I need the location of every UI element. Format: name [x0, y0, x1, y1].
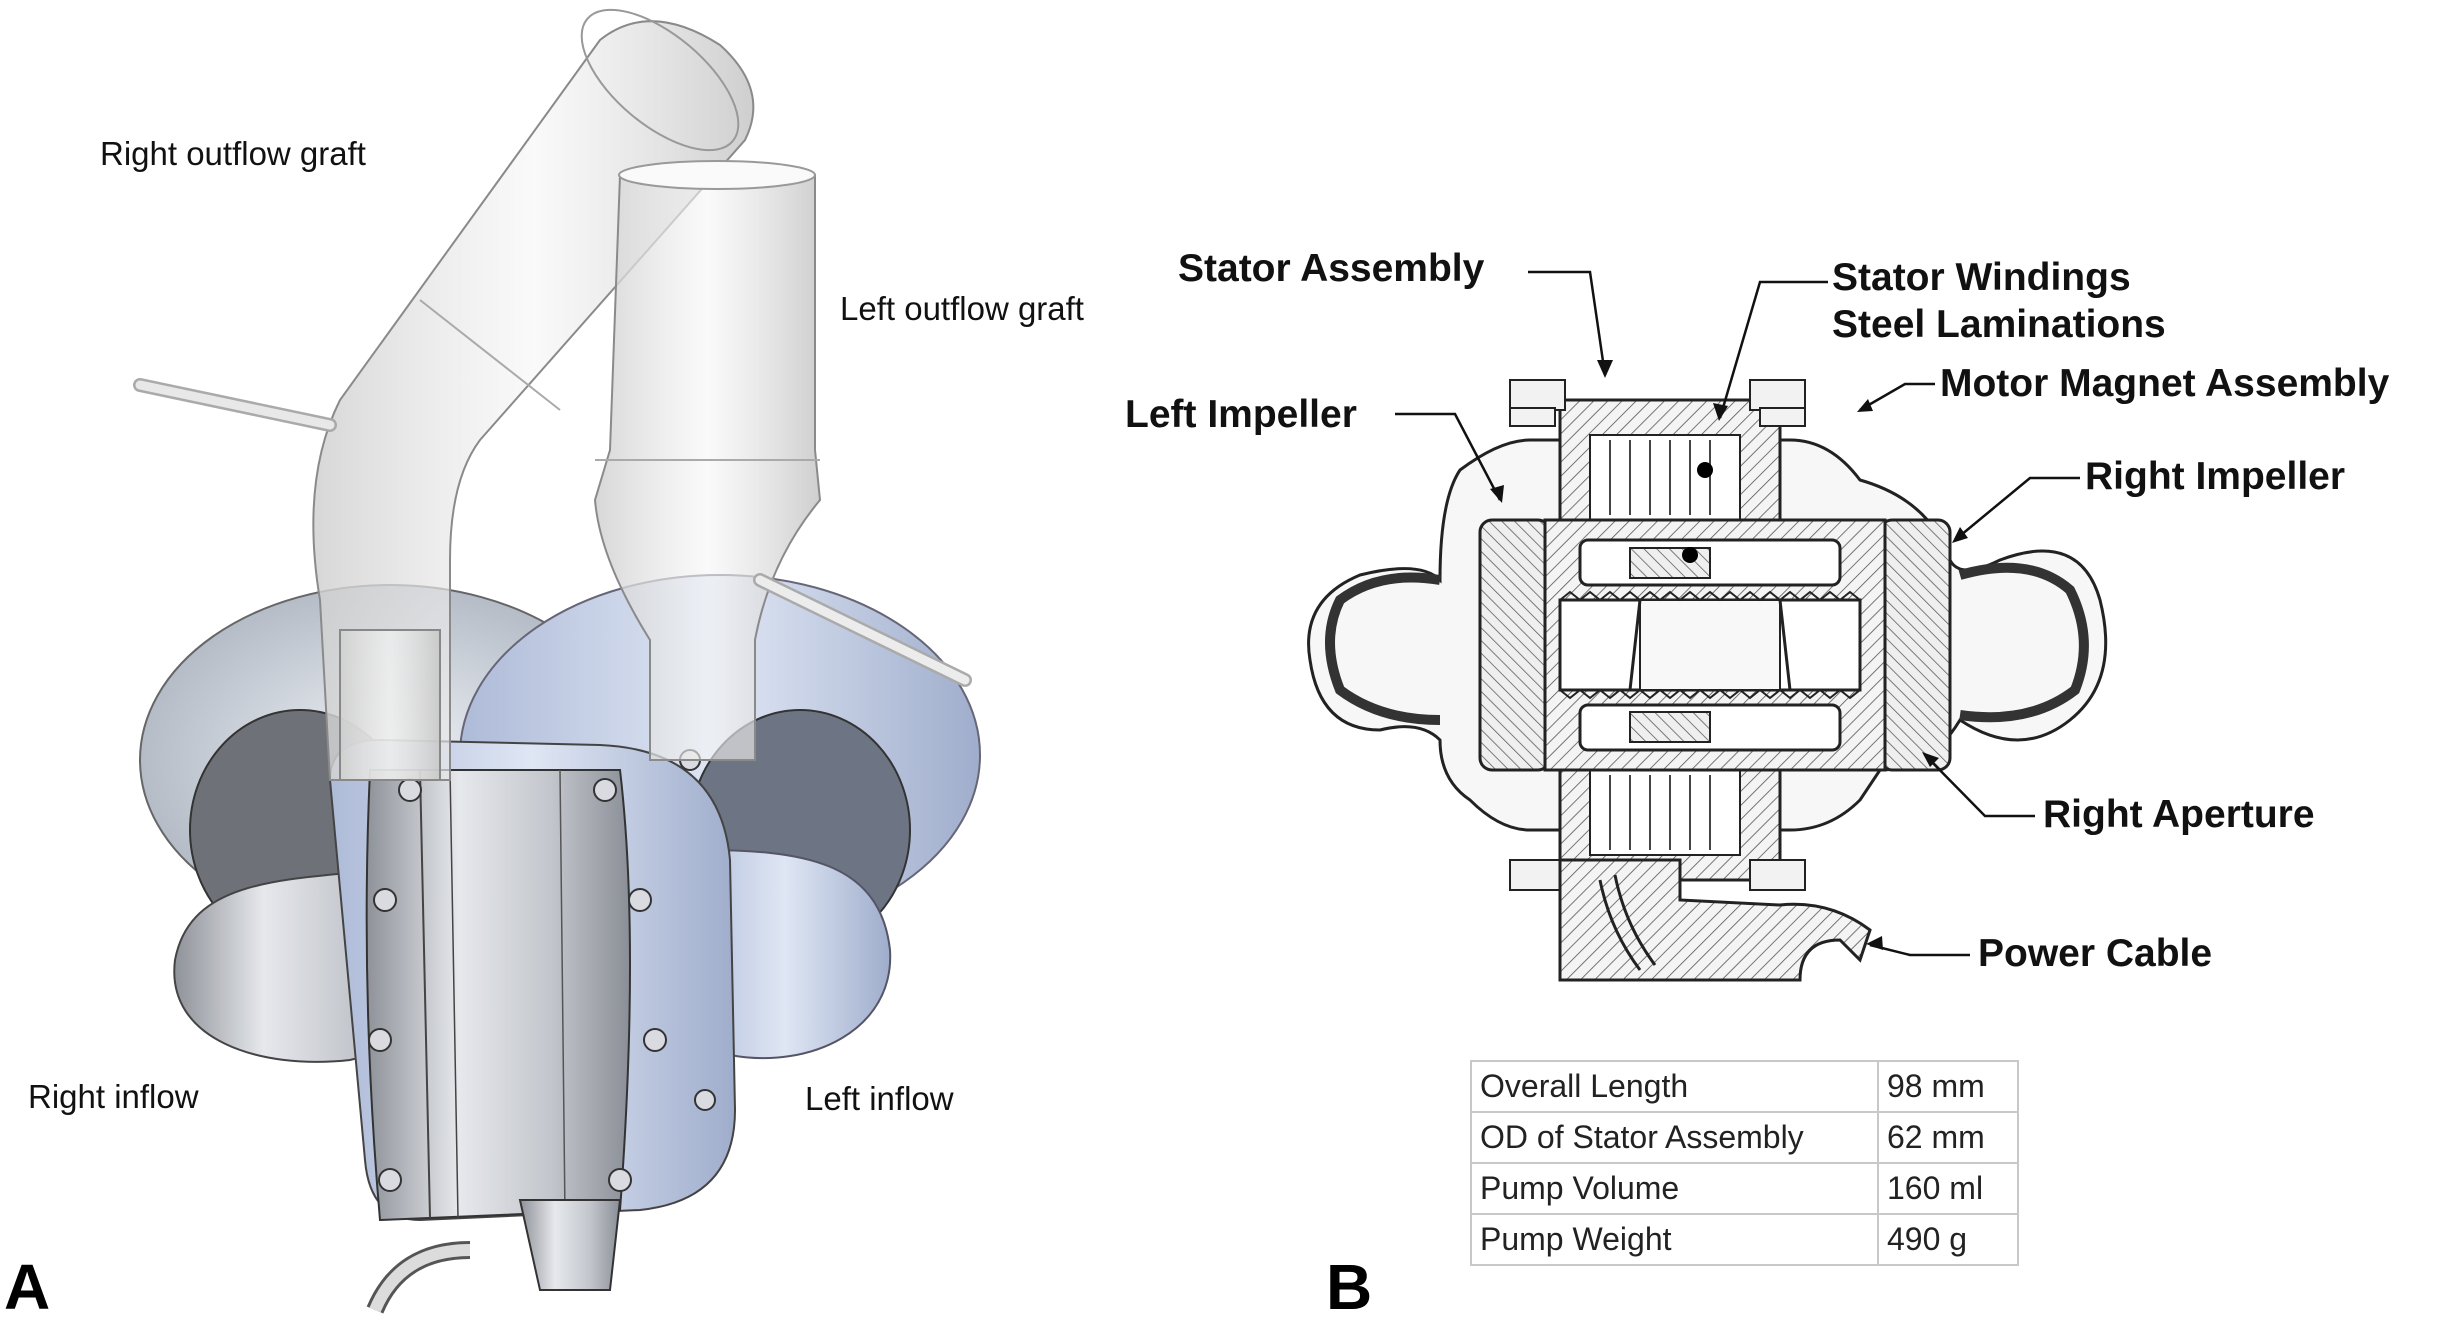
- label-left-impeller: Left Impeller: [1125, 393, 1357, 436]
- right-impeller: [1878, 518, 1952, 772]
- panel-letter-b: B: [1326, 1251, 1373, 1323]
- spec-value: 160 ml: [1877, 1162, 2019, 1215]
- table-row: OD of Stator Assembly 62 mm: [1470, 1111, 2019, 1164]
- label-motor-magnet-assembly: Motor Magnet Assembly: [1940, 362, 2390, 405]
- spec-value: 98 mm: [1877, 1060, 2019, 1113]
- label-power-cable: Power Cable: [1978, 932, 2213, 975]
- power-cable: [1558, 858, 1872, 982]
- label-left-inflow: Left inflow: [805, 1080, 954, 1117]
- pump-cross-section: [1307, 270, 2108, 982]
- label-steel-laminations: Steel Laminations: [1832, 303, 2166, 346]
- left-outflow-graft: [593, 174, 822, 761]
- spec-label: Pump Weight: [1470, 1213, 1879, 1266]
- spec-label: OD of Stator Assembly: [1470, 1111, 1879, 1164]
- label-stator-assembly: Stator Assembly: [1178, 247, 1485, 290]
- table-row: Pump Weight 490 g: [1470, 1213, 2019, 1266]
- table-row: Overall Length 98 mm: [1470, 1060, 2019, 1113]
- spec-value: 62 mm: [1877, 1111, 2019, 1164]
- label-left-outflow-graft: Left outflow graft: [840, 290, 1084, 327]
- power-cable-stub: [518, 1199, 622, 1291]
- label-stator-windings: Stator Windings: [1832, 256, 2131, 299]
- table-row: Pump Volume 160 ml: [1470, 1162, 2019, 1215]
- right-inlet-lobe: [1958, 562, 2089, 723]
- spec-table: Overall Length 98 mm OD of Stator Assemb…: [1470, 1060, 2019, 1266]
- spec-label: Overall Length: [1470, 1060, 1879, 1113]
- label-right-impeller: Right Impeller: [2085, 455, 2346, 498]
- stator-ring: [365, 769, 631, 1222]
- label-right-aperture: Right Aperture: [2043, 793, 2315, 836]
- leader-lines: [1395, 270, 2080, 957]
- panel-letter-a: A: [4, 1251, 51, 1323]
- label-right-inflow: Right inflow: [28, 1078, 199, 1115]
- spec-label: Pump Volume: [1470, 1162, 1879, 1215]
- pump-3d-render: [133, 8, 981, 1314]
- spec-value: 490 g: [1877, 1213, 2019, 1266]
- left-impeller: [1478, 518, 1552, 772]
- left-inlet-lobe: [1325, 572, 1441, 725]
- label-right-outflow-graft: Right outflow graft: [100, 135, 366, 172]
